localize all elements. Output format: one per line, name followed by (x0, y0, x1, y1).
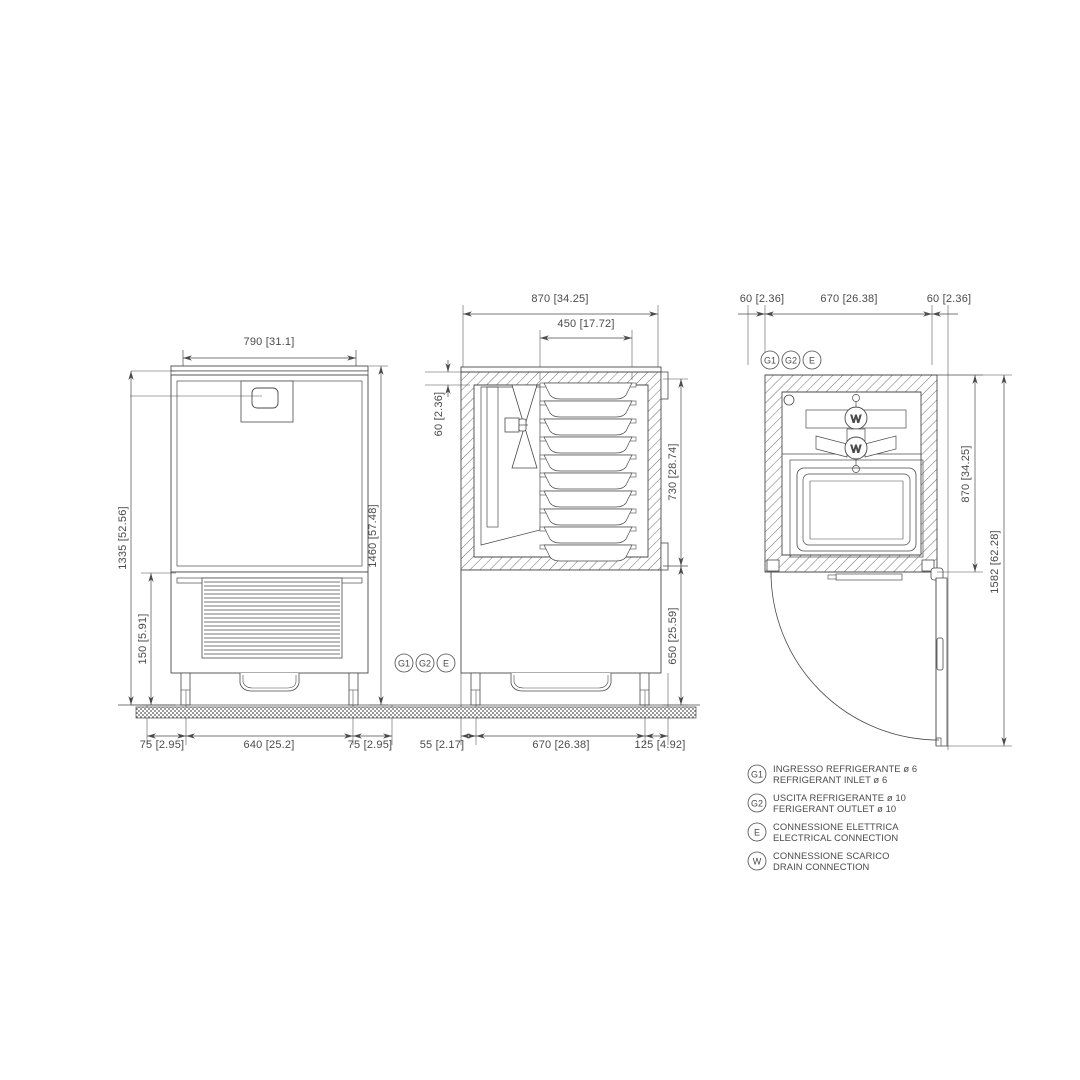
pan-row (539, 454, 637, 472)
legend-item-e: E CONNESSIONE ELETTRICA ELECTRICAL CONNE… (747, 821, 899, 843)
pan-row (539, 544, 637, 562)
pan-row (539, 526, 637, 544)
section-view: 870 [34.25] 450 [17.72] (394, 293, 688, 751)
plan-open-door-leaf (935, 577, 948, 747)
pan-row (539, 400, 637, 418)
pan-row (539, 508, 637, 526)
legend-e-it: CONNESSIONE ELETTRICA (773, 821, 899, 832)
legend-e-en: ELECTRICAL CONNECTION (773, 832, 898, 843)
front-condenser-grille (204, 581, 340, 655)
legend-symbol-g1: G1 (751, 770, 763, 780)
front-plinth-height-label: 150 [5.91] (137, 614, 149, 665)
section-depth-label: 870 [34.25] (531, 293, 588, 305)
front-overall-height-dimension: 1460 [57.48] (367, 365, 388, 706)
section-depth-dimension: 870 [34.25] (462, 293, 659, 368)
balloon-g1-label: G1 (398, 659, 410, 669)
section-base-compartment (460, 569, 662, 706)
plan-depth-dimension: 870 [34.25] (937, 374, 983, 573)
legend-g2-it: USCITA REFRIGERANTE ø 10 (773, 792, 906, 803)
floor-ground-line (118, 704, 700, 719)
section-rear-offset-label: 55 [2.17] (420, 739, 465, 751)
section-pan-stack (539, 382, 637, 562)
legend-item-w: W CONNESSIONE SCARICO DRAIN CONNECTION (747, 850, 890, 872)
front-cabinet-body (130, 365, 369, 674)
plan-drain-marker-lower: W (851, 444, 862, 456)
legend-symbol-w: W (753, 857, 762, 867)
section-insulation-dimension: 60 [2.36] (425, 360, 470, 436)
plan-inner-width-label: 670 [26.38] (820, 293, 877, 305)
pan-row (539, 436, 637, 454)
balloon-g2-label: G2 (419, 659, 431, 669)
section-top-cap (460, 366, 662, 373)
section-base-dimensions: 55 [2.17] 670 [26.38] 125 [4.92] (420, 673, 686, 751)
legend-w-en: DRAIN CONNECTION (773, 861, 869, 872)
section-evaporator-and-fan (480, 384, 541, 546)
plan-door-swing-label: 1582 [62.28] (989, 530, 1001, 594)
front-width-label: 790 [31.1] (244, 336, 295, 348)
plan-insulated-shell (764, 374, 938, 573)
plan-view: 60 [2.36] 670 [26.38] 60 [2.36] G1 G2 E (738, 293, 1012, 750)
front-feet-and-tray (180, 672, 359, 706)
plan-balloon-e-label: E (809, 356, 815, 366)
plan-right-gap-label: 60 [2.36] (927, 293, 972, 305)
legend-item-g2: G2 USCITA REFRIGERANTE ø 10 FERIGERANT O… (747, 792, 906, 814)
plan-depth-label: 870 [34.25] (960, 445, 972, 502)
plan-left-gap-label: 60 [2.36] (740, 293, 785, 305)
section-pan-width-label: 450 [17.72] (557, 318, 614, 330)
section-pan-width-dimension: 450 [17.72] (539, 318, 633, 380)
legend-item-g1: G1 INGRESSO REFRIGERANTE ø 6 REFRIGERANT… (747, 763, 917, 785)
legend-g2-en: FERIGERANT OUTLET ø 10 (773, 803, 896, 814)
pan-row (539, 418, 637, 436)
plan-drain-marker-upper: W (851, 414, 862, 426)
pan-row (539, 490, 637, 508)
plan-door-swing-arc (770, 571, 940, 741)
front-width-dimension: 790 [31.1] (182, 336, 357, 369)
plan-drain-assembly: W W (805, 394, 907, 473)
legend-w-it: CONNESSIONE SCARICO (773, 850, 890, 861)
front-view: 790 [31.1] (117, 336, 393, 751)
plan-hinges (766, 559, 944, 581)
section-base-height-label: 650 [25.59] (667, 607, 679, 664)
front-base-dimensions: 75 [2.95] 640 [25.2] 75 [2.95] (140, 690, 393, 751)
legend-g1-en: REFRIGERANT INLET ø 6 (773, 774, 887, 785)
section-front-offset-label: 125 [4.92] (635, 739, 686, 751)
front-overall-height-label: 1460 [57.48] (367, 504, 379, 568)
pan-row (539, 472, 637, 490)
plan-chamber-opening (789, 459, 924, 558)
front-plinth-height-dimension: 150 [5.91] (137, 572, 176, 706)
legend-symbol-g2: G2 (751, 799, 763, 809)
plan-door-swing-dimension: 1582 [62.28] (937, 374, 1012, 747)
front-foot-left-label: 75 [2.95] (140, 739, 185, 751)
section-chamber-height-label: 730 [28.74] (667, 443, 679, 500)
section-body-depth-label: 670 [26.38] (532, 739, 589, 751)
legend-g1-it: INGRESSO REFRIGERANTE ø 6 (773, 763, 917, 774)
section-chamber-height-dimension: 730 [28.74] (663, 378, 688, 567)
section-insulation-label: 60 [2.36] (433, 392, 445, 437)
front-foot-right-label: 75 [2.95] (348, 739, 393, 751)
section-connection-balloons: G1 G2 E (394, 653, 456, 673)
pan-row (539, 382, 637, 400)
section-base-height-dimension: 650 [25.59] (663, 565, 688, 706)
plan-balloon-g1-label: G1 (764, 356, 776, 366)
plan-balloon-g2-label: G2 (785, 356, 797, 366)
front-body-height-label: 1335 [52.56] (117, 506, 129, 570)
plan-connection-balloons: G1 G2 E (760, 350, 822, 370)
legend-symbol-e: E (754, 828, 760, 838)
legend: G1 INGRESSO REFRIGERANTE ø 6 REFRIGERANT… (747, 763, 917, 872)
front-base-width-label: 640 [25.2] (244, 739, 295, 751)
balloon-e-label: E (443, 659, 449, 669)
